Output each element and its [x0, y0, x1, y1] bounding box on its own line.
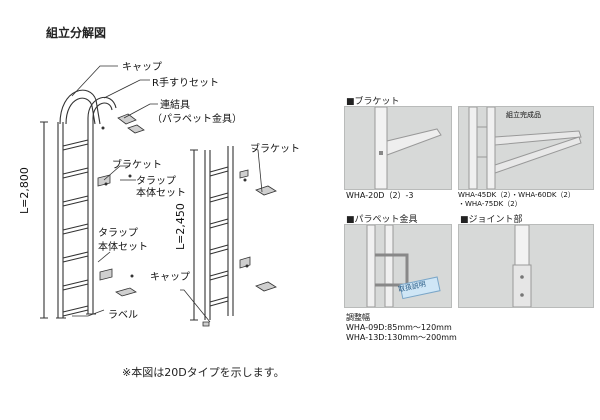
caption-bracket-models-b: ・WHA-75DK（2）	[458, 200, 522, 208]
section-bracket-heading: ■ブラケット	[346, 97, 400, 107]
cap-part-bottom	[202, 321, 210, 327]
label-parapet: （パラペット金具）	[152, 114, 242, 125]
sub-ladder-right-rail	[227, 146, 234, 316]
photo-joint	[458, 224, 594, 308]
photo-bracket-20d	[344, 106, 452, 190]
label-trap-a1: タラップ	[136, 176, 176, 187]
r-handrail-arc-outer	[59, 89, 101, 125]
caption-bracket-models-a: WHA-45DK（2）・WHA-60DK（2）	[458, 191, 575, 199]
section-parapet-heading: ■パラペット金具	[346, 215, 418, 225]
caption-assembled: 組立完成品	[506, 111, 541, 119]
bracket-part-c	[255, 185, 277, 196]
diagram-title: 組立分解図	[46, 26, 107, 40]
section-joint-heading: ■ジョイント部	[460, 215, 523, 225]
connector-part	[117, 113, 137, 125]
label-trap-b2: 本体セット	[98, 242, 148, 253]
adjust-range-09d: WHA-09D:85mm～120mm	[346, 323, 452, 332]
label-connector: 連結具	[160, 100, 190, 111]
dimension-main: L=2,800	[18, 167, 31, 214]
label-bracket-b: ブラケット	[250, 144, 300, 155]
photo-bracket-assembled	[458, 106, 594, 190]
r-handrail-arc-2	[87, 96, 117, 119]
bracket-part-b	[99, 268, 113, 281]
sub-ladder-rungs	[209, 166, 229, 307]
label-trap-b1: タラップ	[98, 228, 138, 239]
label-bracket-a: ブラケット	[112, 160, 162, 171]
label-trap-a2: 本体セット	[136, 188, 186, 199]
adjust-range-13d: WHA-13D:130mm～200mm	[346, 333, 457, 342]
label-label-tag: ラベル	[108, 310, 138, 321]
dim-line-main	[40, 121, 48, 319]
photo-parapet-fitting	[344, 224, 452, 308]
label-cap-top: キャップ	[122, 62, 162, 73]
main-ladder-left-rail	[57, 122, 64, 318]
caption-bracket-20d: WHA-20D（2）-3	[346, 191, 414, 200]
dim-line-sub	[190, 149, 198, 321]
r-handrail-arc-inner	[65, 97, 96, 125]
label-r-handrail: R手すりセット	[152, 78, 219, 89]
label-cap-bottom: キャップ	[150, 272, 190, 283]
adjust-title: 調整幅	[346, 313, 370, 322]
footnote: ※本図は20Dタイプを示します。	[122, 366, 285, 379]
main-ladder-right-rail	[87, 118, 94, 314]
sub-ladder-left-rail	[204, 150, 211, 320]
dimension-sub: L=2,450	[174, 203, 187, 250]
main-ladder-rungs	[62, 139, 89, 317]
